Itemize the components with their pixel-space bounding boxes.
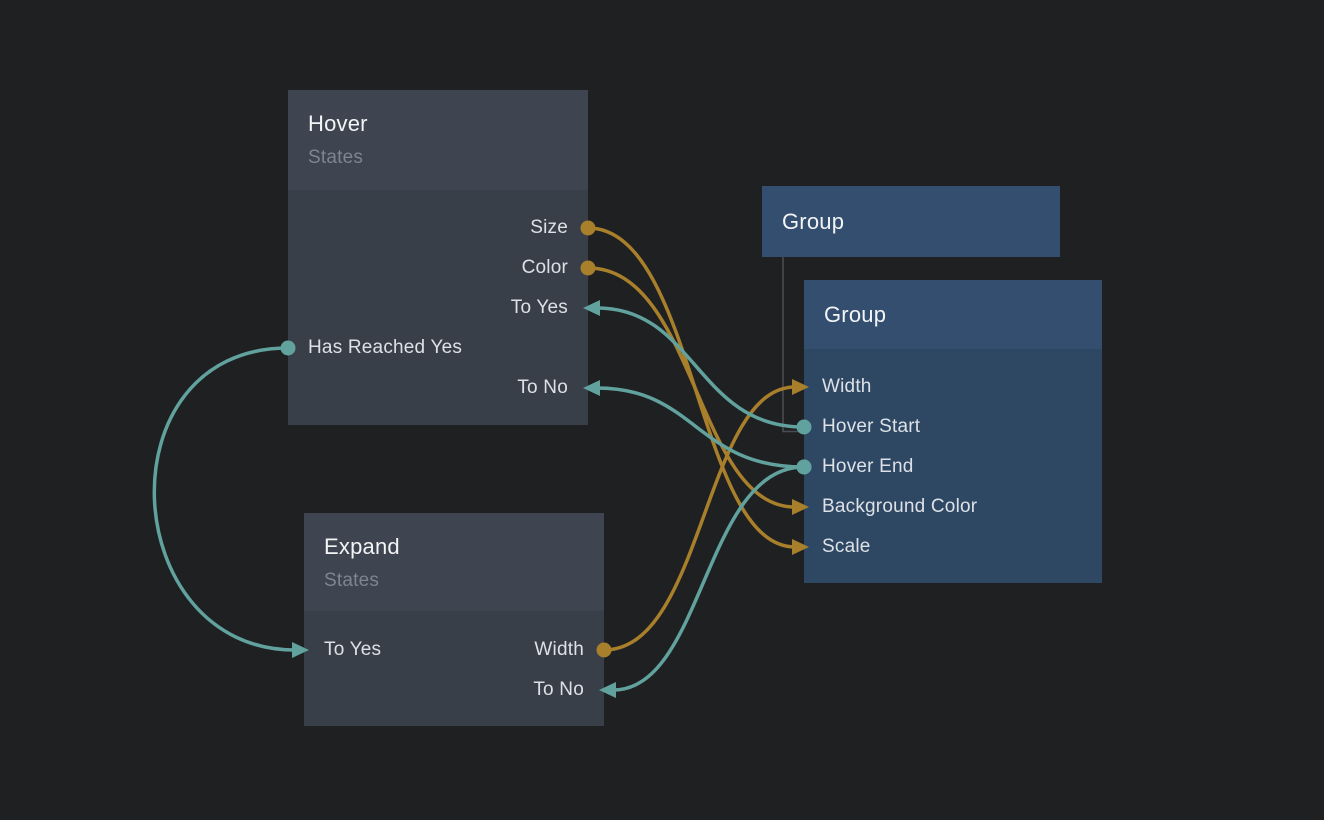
node-body-expand [304,611,604,726]
node-body-group [804,349,1102,583]
port-label-hover-color: Color [521,257,568,278]
port-label-hover-to-yes: To Yes [510,297,568,318]
port-label-group-width: Width [822,376,872,397]
port-label-expand-to-no: To No [533,679,584,700]
wire-color-to-background-color[interactable] [586,266,797,509]
port-label-expand-to-yes: To Yes [324,639,382,660]
node-body-hover [288,190,588,425]
port-label-group-background-color: Background Color [822,496,978,517]
wire-expand-width-to-group-width[interactable] [602,385,797,652]
wire-hover-start-to-hover-to-yes[interactable] [595,306,806,429]
node-header-group[interactable]: Group [804,280,1102,349]
port-label-hover-to-no: To No [517,377,568,398]
node-group-parent[interactable]: Group [762,186,1060,257]
node-title: Expand [324,534,400,559]
port-label-group-hover-end: Hover End [822,456,914,477]
hierarchy-line-group-parent-to-group [782,257,804,433]
port-label-group-hover-start: Hover Start [822,416,921,437]
node-title: Group [824,301,887,327]
wire-hover-end-to-expand-to-no[interactable] [611,465,806,692]
port-label-expand-width: Width [534,639,584,660]
port-label-hover-size: Size [530,217,568,238]
port-label-hover-has-reached-yes: Has Reached Yes [308,337,463,358]
wire-size-to-scale[interactable] [586,226,797,549]
wire-has-reached-yes-to-expand-to-yes[interactable] [152,346,297,652]
node-header-group-parent[interactable]: Group [762,186,1060,257]
node-subtitle: States [308,147,364,168]
port-label-group-scale: Scale [822,536,871,557]
node-title: Group [782,208,845,234]
wire-hover-end-to-hover-to-no[interactable] [595,386,806,469]
node-title: Hover [308,111,368,136]
node-subtitle: States [324,570,380,591]
